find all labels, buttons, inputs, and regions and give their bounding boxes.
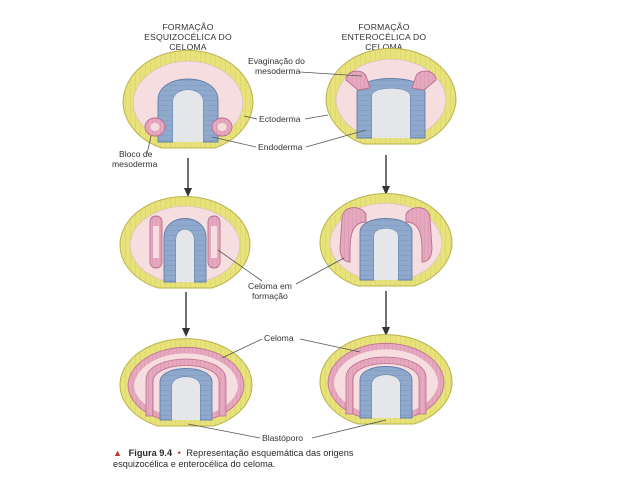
- leader-celoma-formacao-right: [295, 257, 345, 285]
- label-celoma-formacao-line-1: Celoma em: [248, 281, 292, 291]
- label-evaginacao-line-1: Evaginação do: [248, 56, 305, 66]
- leader-blastoporo-left: [187, 423, 261, 439]
- schizo-header-line-2: ESQUIZOCÉLICA DO: [144, 32, 232, 42]
- schizo-header-line-1: FORMAÇÃO: [162, 22, 213, 32]
- leader-endoderma-right: [305, 129, 367, 148]
- schizo-embryo-stage-2: [119, 196, 251, 289]
- label-celoma: Celoma: [264, 333, 294, 343]
- arrow-entero-1-to-2: [382, 155, 390, 195]
- entero-embryo-stage-1: [325, 47, 457, 145]
- leader-bloco: [146, 135, 152, 155]
- entero-embryo-stage-3: [319, 334, 453, 425]
- caption-figure-number: Figura 9.4: [129, 448, 173, 458]
- leader-ectoderma-right: [304, 114, 329, 120]
- entero-embryo-stage-2: [319, 193, 453, 287]
- leader-celoma-formacao-left: [217, 249, 263, 282]
- schizo-embryo-stage-1: [122, 49, 254, 149]
- label-bloco-line-1: Bloco de: [119, 149, 153, 159]
- figure-caption-line-2: esquizocélica e enterocélica do celoma.: [113, 459, 275, 469]
- caption-bullet: •: [178, 448, 181, 458]
- schizo-embryo-stage-3: [119, 338, 253, 427]
- figure-caption-line-1: ▲ Figura 9.4 • Representação esquemática…: [113, 448, 354, 458]
- entero-header-line-3: CELOMA: [365, 42, 403, 52]
- label-blastoporo: Blastóporo: [262, 433, 303, 443]
- arrow-schizo-1-to-2: [184, 158, 192, 197]
- label-ectoderma: Ectoderma: [259, 114, 301, 124]
- caption-marker-icon: ▲: [113, 448, 122, 458]
- label-endoderma: Endoderma: [258, 142, 303, 152]
- leader-evaginacao: [299, 71, 363, 77]
- leader-celoma-left: [221, 338, 263, 359]
- leader-blastoporo-right: [311, 419, 387, 439]
- arrow-schizo-2-to-3: [182, 292, 190, 337]
- entero-header-line-2: ENTEROCÉLICA DO: [342, 32, 427, 42]
- label-evaginacao-line-2: mesoderma: [255, 66, 301, 76]
- label-celoma-formacao-line-2: formação: [252, 291, 288, 301]
- entero-header-line-1: FORMAÇÃO: [358, 22, 409, 32]
- leader-celoma-right: [299, 338, 361, 353]
- leader-ectoderma-left: [243, 115, 258, 120]
- leader-endoderma-left: [211, 136, 257, 148]
- arrow-entero-2-to-3: [382, 291, 390, 336]
- label-bloco-line-2: mesoderma: [112, 159, 158, 169]
- schizo-header-line-3: CELOMA: [169, 42, 207, 52]
- caption-text-line-1: Representação esquemática das origens: [186, 448, 353, 458]
